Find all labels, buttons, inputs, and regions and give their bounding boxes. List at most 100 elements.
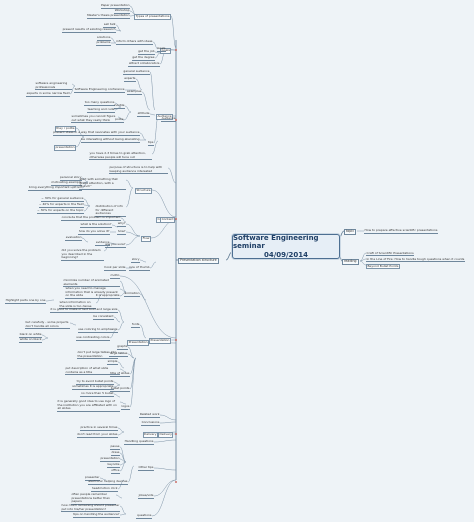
node-how[interactable]: how? (117, 229, 126, 235)
node-teeming-and-rude[interactable]: teeming and rude (87, 107, 115, 113)
node-but-carefully-some-projects-don-t-handle[interactable]: but carefully - some projects don't hand… (25, 320, 70, 330)
node-30-for-general-audience[interactable]: ~ 30% for general audience (40, 196, 84, 202)
node-evaluation[interactable]: evaluation (65, 235, 82, 241)
node-presenter[interactable]: presenter (84, 475, 100, 481)
node-it-is-good-to-make-of-text-bold-and-larg[interactable]: it is good to make of text bold and larg… (49, 307, 118, 313)
node-presentation-structure[interactable]: Presentation structure (178, 258, 219, 265)
node-personal-story[interactable]: personal story (59, 175, 82, 181)
node-audience[interactable]: Audience (156, 114, 173, 120)
node-examples[interactable]: examples (126, 89, 142, 95)
node-types-of-presentations[interactable]: Types of presentations (134, 14, 171, 20)
node-are-you-sure[interactable]: are you sure? (104, 242, 126, 248)
node-delivery[interactable]: Delivery (158, 432, 174, 438)
node-presentation[interactable]: Presentation (127, 340, 149, 346)
node-don-t-read-from-your-slides[interactable]: don't read from your slides (76, 432, 118, 438)
node-problems[interactable]: problems (96, 40, 111, 46)
node-beyond-bullet-points[interactable]: Beyond Bullet Points (366, 263, 400, 270)
node-experts[interactable]: experts (123, 76, 136, 82)
node-don-t-put-large-tables-into-the-presenta[interactable]: don't put large tables into the presenta… (77, 350, 118, 360)
node-electronic-helping-devices[interactable]: electronic helping devices (87, 479, 128, 485)
node-attract-collaborators[interactable]: attract collaborators (128, 61, 160, 67)
node-bring-everything-important-upfront[interactable]: bring everything important upfront (28, 185, 82, 191)
node-conclusions[interactable]: Conclusions (141, 420, 160, 426)
node-when-you-need-to-manage-information-that[interactable]: when you need to manage information that… (65, 286, 120, 299)
node-attitude[interactable]: attitude (137, 111, 150, 117)
node-40-for-experts-in-the-field[interactable]: ~ 40% for experts in the field (38, 202, 84, 208)
node-when-information-on-the-slide-is-too-den[interactable]: when information on the slide is too den… (59, 300, 96, 310)
node-jokes-vids[interactable]: Jokes/vids (138, 493, 154, 499)
node-dress[interactable]: dress (110, 450, 120, 456)
node-simple[interactable]: simple (107, 359, 118, 365)
node-how-to-prepare-effective-scientific-pres[interactable]: How to prepare effective scientific pres… (364, 228, 438, 234)
node-paper-presentation[interactable]: Paper presentation (100, 3, 130, 9)
node-practice-in-several-times[interactable]: practice in several times (79, 425, 118, 431)
node-too-many-questions[interactable]: too many questions (84, 100, 115, 106)
node-purpose-of-structure-is-to-help-with-kee[interactable]: purpose of structure is to help with kee… (109, 165, 168, 175)
node-audience[interactable]: Audience (161, 116, 176, 122)
node-presentation[interactable]: presentation (100, 456, 120, 462)
node-use-coloring-to-emphasize[interactable]: use coloring to emphasize (77, 327, 118, 333)
node-bullet-points[interactable]: bullet points (110, 386, 130, 392)
node-minimize-number-of-animated-elements[interactable]: minimize number of animated elements (63, 278, 120, 288)
node-master-s-thesis-presentation[interactable]: Master's thesis presentation (86, 13, 130, 19)
node-presentation[interactable]: presentation (54, 145, 76, 151)
node-keynote[interactable]: keynote (106, 462, 120, 468)
node-tips-on-handling-the-audience[interactable]: tips on handling the audience? (72, 512, 120, 518)
node-software-engineering-professionals[interactable]: software engineering professionals (35, 81, 72, 91)
node-fonts[interactable]: fonts (131, 322, 140, 328)
node-use-contrasting-colors[interactable]: use contrasting colors (75, 335, 110, 341)
node-office[interactable]: office (110, 468, 120, 474)
central-topic[interactable]: Software Engineering seminar 04/09/2014 (232, 234, 340, 259)
node-craft-of-scientific-presentations[interactable]: Craft of Scientific Presentations (366, 250, 415, 257)
node-title-of-slides[interactable]: title of slides (109, 371, 130, 377)
node-sell-talk[interactable]: sell talk (103, 22, 116, 28)
node-sometimes-you-cannot-figure-out-what-the[interactable]: sometimes you cannot figure out what the… (71, 114, 118, 124)
node-goals[interactable]: Goals (156, 46, 166, 52)
node-did-you-solve-the-problem-you-described-[interactable]: did you solve the problem you described … (61, 248, 104, 261)
node-large-tables[interactable]: large tables (109, 351, 128, 357)
node-motivating-example[interactable]: motivating example (50, 180, 82, 186)
branch-marker[interactable] (175, 49, 177, 51)
node-general-audience[interactable]: general audience (122, 69, 150, 75)
branch-marker[interactable] (175, 119, 177, 121)
node-delivery[interactable]: Delivery (142, 432, 158, 438)
node-get-the-job[interactable]: get the job (137, 49, 155, 55)
node-rule-of-thumb[interactable]: rule of thumb (128, 265, 150, 271)
node-story[interactable]: story (131, 257, 140, 263)
node-evidence[interactable]: evidence (95, 240, 110, 246)
node-in-the-line-of-fire-how-to-handle-tough-[interactable]: In the Line of Fire: How to handle tough… (366, 256, 465, 263)
node-you-have-2-3-times-to-grab-attention-oth[interactable]: you have 2-3 times to grab attention, ot… (89, 151, 152, 161)
node-white-on-black[interactable]: white on black (19, 337, 42, 343)
node-handling-questions[interactable]: Handling questions (124, 439, 154, 445)
node-animation[interactable]: animation (123, 291, 140, 297)
node-reading[interactable]: reading (342, 259, 359, 266)
node-topic[interactable]: topic (344, 229, 357, 236)
node-start-with-something-that-grabs-attentio[interactable]: start with something that grabs attentio… (79, 177, 126, 190)
branch-marker[interactable] (175, 218, 177, 220)
node-highlight-parts-one-by-one[interactable]: Highlight parts one by one (5, 298, 46, 304)
node-what-is-the-solution[interactable]: what is the solution? (79, 222, 112, 228)
node-distribution-of-info-for-different-audie[interactable]: distribution of info for different audie… (95, 204, 126, 217)
node-it-is-generally-good-idea-to-use-logo-of[interactable]: it is generally good idea to use logo of… (57, 399, 120, 412)
node-be-interesting-without-being-alienating[interactable]: be interesting without being alienating (80, 137, 140, 143)
node-30-for-experts-on-the-topic[interactable]: ~ 30% for experts on the topic (36, 208, 84, 214)
node-try-to-avoid-bullet-points[interactable]: try to avoid bullet points (76, 379, 114, 385)
node-it-is-appropriate[interactable]: it is appropriate (95, 293, 120, 299)
node-headmotion-click[interactable]: headmotion click (91, 486, 118, 492)
node-questions[interactable]: questions (136, 513, 152, 519)
node-polite[interactable]: polite (114, 117, 124, 123)
node-why[interactable]: why? (117, 221, 126, 227)
node-be-consistent[interactable]: be consistent (92, 314, 114, 320)
node-inform-others-with-ideas[interactable]: inform others with ideas (115, 39, 153, 45)
node-pause[interactable]: pause (109, 444, 120, 450)
node-flow[interactable]: Flow (141, 236, 151, 242)
node-conclude-that-the-problem-is-important[interactable]: conclude that the problem is important (61, 215, 121, 221)
node-solutions[interactable]: solutions (96, 35, 111, 41)
node-structure[interactable]: Structure (135, 188, 152, 194)
node-get-the-degree[interactable]: get the degree (131, 55, 155, 61)
node-present-results-of-existing-research[interactable]: present results of existing research (62, 27, 116, 33)
node-other-tips[interactable]: Other tips (138, 465, 154, 471)
branch-marker[interactable] (175, 433, 177, 435)
node-present-ideas-in-a-way-that-resonates-wi[interactable]: present ideas in a way that resonates wi… (52, 130, 140, 136)
branch-marker[interactable] (175, 481, 177, 483)
